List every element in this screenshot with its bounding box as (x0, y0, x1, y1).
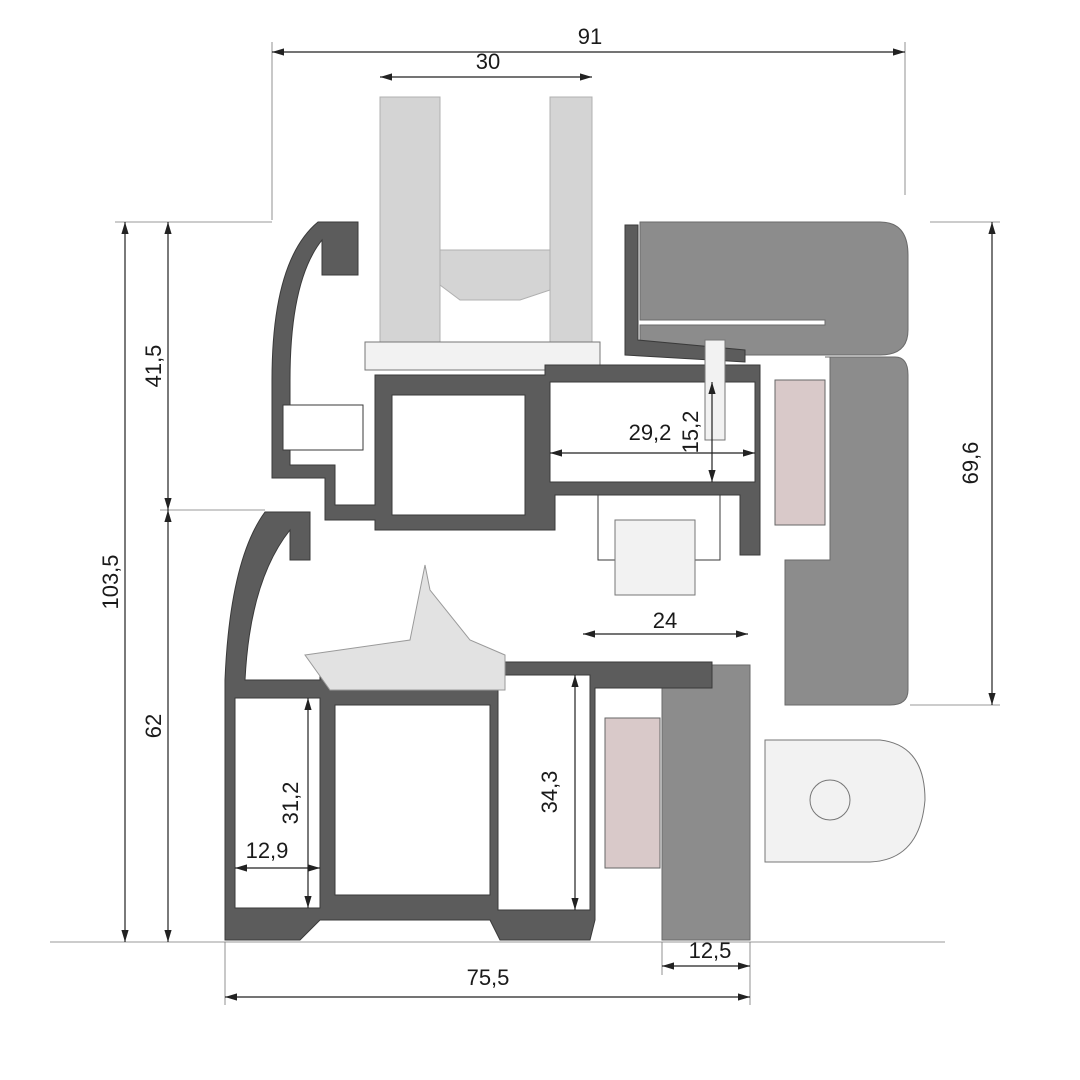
insulation-insert-upper (774, 379, 826, 526)
insulation-insert-lower (604, 717, 661, 869)
dim-cladding-height: 69,6 (958, 442, 983, 485)
glass-pane-inner (379, 96, 441, 343)
locking-cam (614, 519, 696, 596)
dim-glass-width: 30 (476, 49, 500, 74)
sash-thermal-chamber (391, 394, 526, 516)
glass-pane-outer (549, 96, 593, 343)
cladding-side (784, 356, 909, 706)
spacer-bar (439, 249, 551, 301)
sash-small-chamber (282, 404, 364, 451)
glazing (364, 96, 601, 371)
cladding-bottom (661, 664, 751, 941)
wood-cladding (639, 221, 909, 941)
dim-hardware-gap: 24 (653, 608, 677, 633)
frame-thermal-chamber (334, 704, 491, 896)
dim-sash-height: 41,5 (141, 345, 166, 388)
dim-sash-chamber-height: 15,2 (678, 411, 703, 454)
frame-profile (224, 511, 713, 941)
center-gasket (304, 564, 506, 691)
dim-outer-chamber-width: 12,9 (246, 838, 289, 863)
dim-total-height: 103,5 (98, 554, 123, 609)
dim-frame-height: 62 (141, 714, 166, 738)
dim-outer-chamber-height: 31,2 (278, 782, 303, 825)
dim-overall-width: 91 (578, 24, 602, 49)
dim-cladding-thickness: 12,5 (689, 938, 732, 963)
dim-frame-width: 75,5 (467, 965, 510, 990)
hinge-pin (809, 779, 851, 821)
dim-frame-chamber-height: 34,3 (537, 771, 562, 814)
screw (704, 339, 726, 441)
glazing-bead (624, 224, 746, 363)
dim-sash-chamber-width: 29,2 (629, 420, 672, 445)
cladding-top (639, 221, 909, 356)
dimensions: 91 30 103,5 41,5 62 69,6 29,2 15,2 24 34… (98, 24, 1000, 1005)
